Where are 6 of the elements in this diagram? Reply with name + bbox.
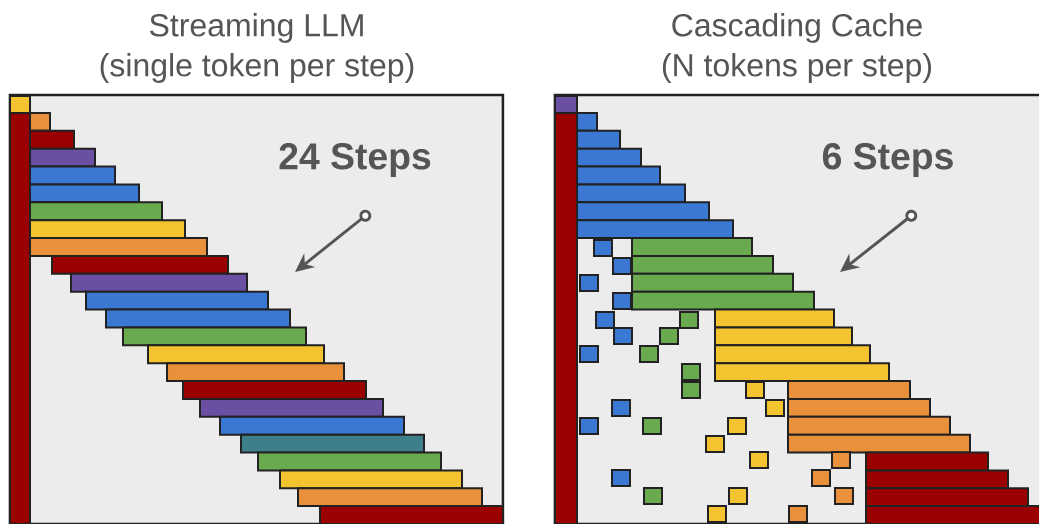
steps-text: 24 Steps [279, 143, 431, 177]
steps-text: 6 Steps [822, 143, 953, 177]
title-text: (single token per step) [100, 53, 414, 83]
title-text: Cascading Cache [672, 13, 922, 43]
title-text: (N tokens per step) [662, 53, 932, 83]
title-text: Streaming LLM [149, 13, 363, 43]
